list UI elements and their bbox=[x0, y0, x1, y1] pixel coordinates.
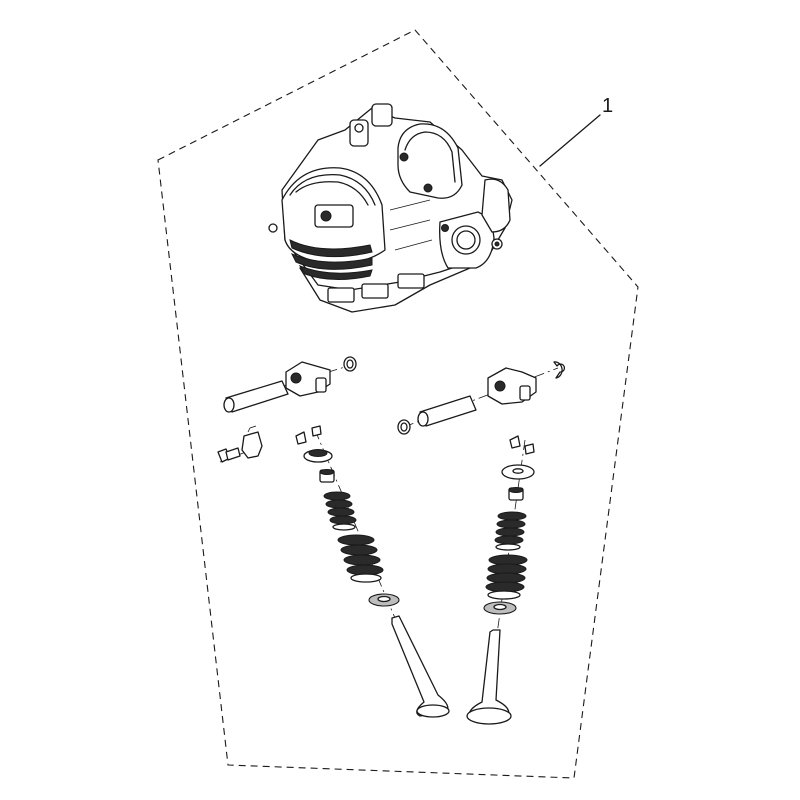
flange-bolt bbox=[320, 210, 332, 222]
head-boss bbox=[349, 119, 369, 147]
rocker-shaft-end bbox=[417, 411, 429, 427]
head-flange bbox=[314, 204, 354, 228]
callout-leader-line bbox=[539, 114, 601, 167]
housing-bolt bbox=[441, 224, 449, 232]
valve-collet bbox=[295, 431, 307, 445]
side-stud bbox=[494, 241, 500, 247]
left-bolt-bracket[interactable] bbox=[217, 425, 263, 463]
cooling-fin bbox=[289, 239, 373, 258]
cam-bore bbox=[451, 225, 481, 255]
inner-valve-spring bbox=[323, 491, 357, 531]
cooling-fin bbox=[295, 181, 369, 206]
left-valve-train[interactable] bbox=[295, 425, 450, 718]
flange-stud bbox=[268, 223, 278, 233]
bolt-bracket bbox=[241, 431, 263, 459]
intake-valve bbox=[391, 615, 449, 717]
cooling-fin bbox=[289, 174, 376, 206]
valve-stem-seal bbox=[319, 469, 335, 475]
assembly-boundary bbox=[157, 29, 639, 779]
spring-seat bbox=[377, 595, 391, 603]
spring-retainer bbox=[512, 468, 524, 474]
rocker-roller bbox=[494, 380, 506, 392]
rocker-ring bbox=[400, 422, 408, 432]
rocker-adjuster bbox=[315, 377, 327, 393]
base-recess bbox=[397, 273, 425, 289]
hex-bolt-shank bbox=[225, 447, 241, 461]
right-rocker-assembly[interactable] bbox=[397, 361, 566, 435]
rocker-shaft bbox=[419, 395, 477, 427]
exhaust-valve bbox=[468, 629, 510, 719]
left-rocker-assembly[interactable] bbox=[223, 356, 357, 413]
rocker-clip bbox=[553, 361, 566, 379]
cooling-fin bbox=[290, 253, 373, 270]
head-detail bbox=[389, 199, 433, 251]
cam-bore bbox=[456, 230, 476, 250]
rocker-roller bbox=[290, 372, 302, 384]
spring-seat bbox=[493, 603, 507, 611]
rocker-shaft-end bbox=[223, 397, 235, 413]
rocker-ring bbox=[397, 419, 411, 435]
valve-collet bbox=[311, 425, 322, 437]
rocker-shaft bbox=[225, 380, 289, 413]
side-port bbox=[481, 178, 511, 233]
rocker-ring bbox=[346, 359, 354, 369]
bolt-bracket bbox=[247, 425, 257, 433]
cylinder-head[interactable] bbox=[268, 103, 513, 313]
cover-bolt bbox=[423, 183, 433, 193]
base-recess bbox=[361, 283, 389, 299]
outer-valve-spring bbox=[337, 534, 384, 583]
head-boss bbox=[371, 103, 393, 127]
base-recess bbox=[327, 287, 355, 303]
valve-head bbox=[416, 704, 450, 718]
valve-collet bbox=[509, 435, 521, 449]
inner-valve-spring bbox=[494, 511, 527, 551]
cover-bolt bbox=[399, 152, 409, 162]
head-boss bbox=[354, 123, 364, 133]
outer-valve-spring bbox=[485, 554, 528, 600]
callout-label: 1 bbox=[602, 95, 613, 117]
spring-retainer bbox=[308, 449, 328, 457]
valve-collet bbox=[524, 443, 535, 455]
valve-stem-seal bbox=[508, 487, 524, 493]
cooling-fin bbox=[298, 264, 373, 281]
cam-cover-edge bbox=[404, 131, 456, 183]
right-valve-train[interactable] bbox=[466, 435, 535, 725]
callout-1[interactable]: 1 bbox=[539, 95, 613, 167]
rocker-adjuster bbox=[519, 385, 531, 401]
rocker-ring bbox=[343, 356, 357, 372]
valve-head bbox=[466, 707, 512, 725]
